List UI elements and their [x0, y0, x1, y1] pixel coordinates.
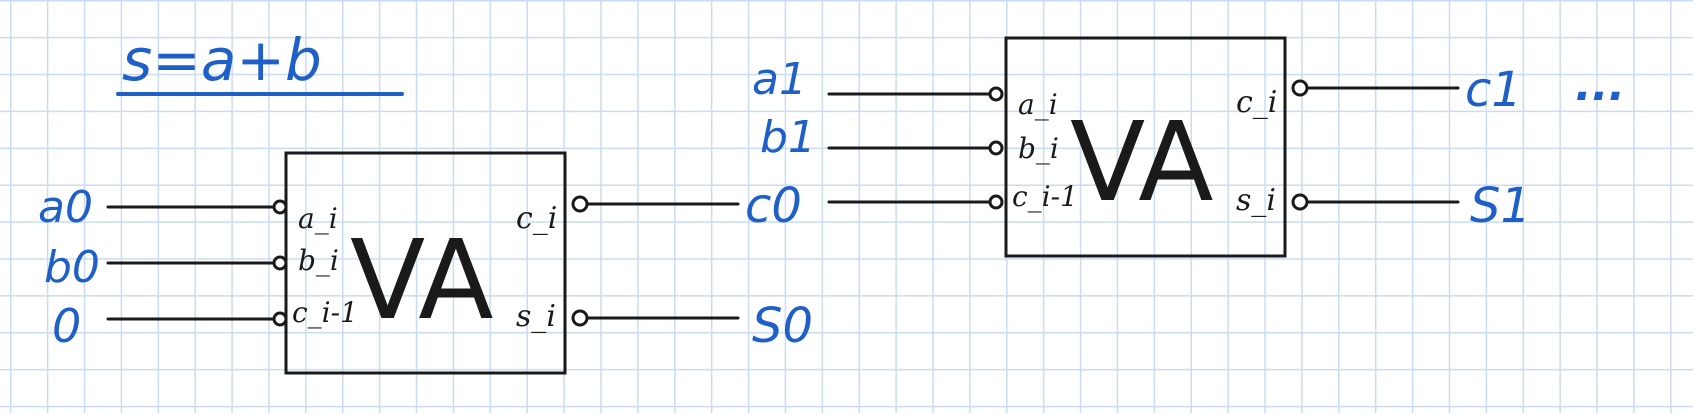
input-carry-label: 0: [52, 299, 81, 353]
adder-label: VA: [350, 216, 493, 344]
port-carry-label: c_i-1: [1012, 180, 1078, 213]
port-b-label: b_i: [298, 244, 339, 277]
input-b-label: b1: [760, 112, 816, 163]
port-a-label: a_i: [298, 202, 338, 235]
input-a-label: a1: [752, 54, 807, 105]
port-c-label: c_i: [516, 201, 557, 236]
port-s-label: s_i: [1236, 183, 1276, 218]
input-a-label: a0: [38, 182, 93, 233]
output-c-label: c0: [745, 178, 802, 234]
port-s-connector: [1291, 193, 1309, 211]
full-adder-0: VA a0 b0 0 a_i b_i c_i-1 c_i s_i c0 S0: [38, 151, 813, 375]
output-s-label: S0: [752, 298, 813, 354]
port-s-connector: [571, 309, 589, 327]
port-s-label: s_i: [516, 299, 556, 334]
equation-title: s=a+b: [122, 26, 322, 94]
port-b-connector: [272, 255, 288, 271]
port-a-connector: [272, 199, 288, 215]
adder-label: VA: [1070, 98, 1213, 226]
output-c-label: c1: [1465, 62, 1522, 118]
output-s-label: S1: [1470, 178, 1531, 234]
port-b-connector: [988, 140, 1004, 156]
port-b-label: b_i: [1018, 132, 1059, 165]
full-adder-1: VA a1 b1 a_i b_i c_i-1 c_i s_i c1 S1: [752, 36, 1531, 258]
port-c-connector: [1291, 79, 1309, 97]
port-a-connector: [988, 86, 1004, 102]
port-carry-connector: [988, 194, 1004, 210]
port-carry-label: c_i-1: [292, 296, 358, 329]
port-c-connector: [571, 195, 589, 213]
port-carry-connector: [272, 311, 288, 327]
port-c-label: c_i: [1236, 85, 1277, 120]
adder-box: [1004, 36, 1287, 258]
continuation-ellipsis: ...: [1575, 60, 1625, 111]
port-a-label: a_i: [1018, 88, 1058, 121]
input-b-label: b0: [44, 242, 100, 293]
